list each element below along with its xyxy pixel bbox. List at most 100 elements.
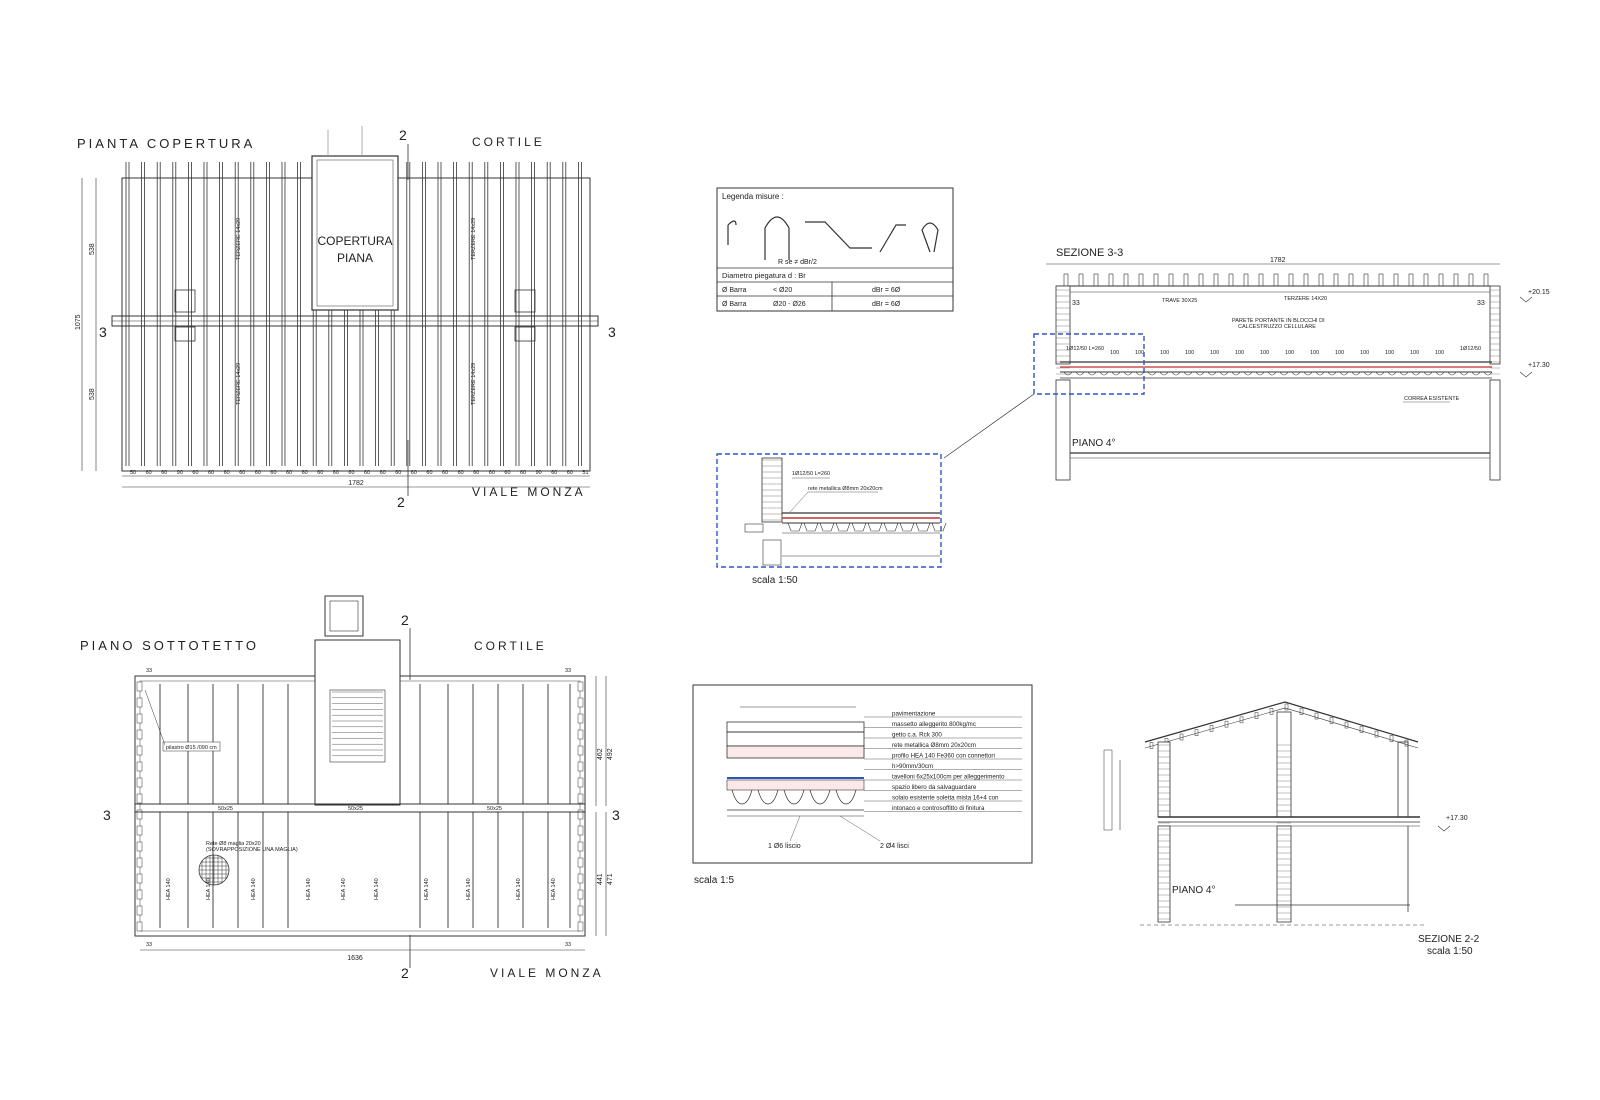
pillar <box>136 921 143 932</box>
section-wall <box>1276 711 1292 818</box>
rafter-section <box>1303 273 1309 287</box>
spacing-label: 50 <box>130 470 136 476</box>
slab-bump <box>851 522 867 532</box>
slab-bump <box>1267 371 1277 376</box>
spacing-label: 100 <box>1360 350 1369 356</box>
section-mark-2: 2 <box>399 127 407 143</box>
spacing-label: 100 <box>1135 350 1144 356</box>
section-mark-2: 2 <box>397 494 405 510</box>
pillar <box>136 857 143 868</box>
rafter-section <box>1318 273 1324 287</box>
rafter-section <box>1299 708 1304 715</box>
slab-bump <box>1171 371 1181 376</box>
pillar <box>136 761 143 772</box>
section-2-2: PIANO 4° +17.30 SEZIONE 2-2 scala 1:50 <box>1103 701 1480 957</box>
wall-label-1: PARETE PORTANTE IN BLOCCHI DI <box>1232 318 1325 324</box>
rafter-section <box>1359 726 1364 733</box>
rafter-section <box>1348 273 1354 287</box>
corner-dim: 33 <box>565 942 571 948</box>
attic-plan-north-label: CORTILE <box>474 639 547 653</box>
attic-plan-south-label: VIALE MONZA <box>490 966 604 980</box>
slab-bump <box>1219 371 1229 376</box>
bend-formula: R se ≠ dBr/2 <box>778 259 817 266</box>
pillar <box>136 713 143 724</box>
slab-bump <box>835 789 857 805</box>
spacing-label: 100 <box>1185 350 1194 356</box>
section-rafters <box>1149 703 1409 749</box>
rafter-section <box>1198 273 1204 287</box>
rafter-section <box>1363 273 1369 287</box>
pillar <box>577 681 584 692</box>
slab-bump <box>787 522 803 532</box>
section-wall <box>1157 741 1171 818</box>
spacing-label: 100 <box>1285 350 1294 356</box>
rafter-section <box>1333 273 1339 287</box>
section-mark-2: 2 <box>401 965 409 981</box>
layer-label: pavimentazione <box>892 711 936 718</box>
wall-label-2: CALCESTRUZZO CELLULARE <box>1238 324 1316 330</box>
slab-bump <box>1243 371 1253 376</box>
lower-wall <box>1157 825 1171 923</box>
joist-label: HEA 140 <box>374 878 380 900</box>
terzere-label: TERZERE 14x29 <box>471 218 477 260</box>
pillar <box>136 873 143 884</box>
rafter-section <box>1344 721 1349 729</box>
section-mark-3: 3 <box>99 324 107 340</box>
spacing-label: 60 <box>504 470 510 476</box>
spacing-label: 100 <box>1385 350 1394 356</box>
detail-frame <box>716 453 942 568</box>
rafter-section <box>1228 273 1234 287</box>
mesh-grid <box>199 855 229 885</box>
layer-label: rete metallica Ø8mm 20x20cm <box>892 742 976 749</box>
spacing-label: 100 <box>1435 350 1444 356</box>
rafter-section <box>1153 273 1159 287</box>
pillar <box>577 697 584 708</box>
legend-row-bar: Ø Barra <box>722 301 747 308</box>
corner-dim: 33 <box>1072 300 1080 307</box>
slab-bump <box>1255 371 1265 376</box>
bend-hook-icon <box>727 220 737 245</box>
rafter-section <box>1123 273 1129 287</box>
slab-bump <box>899 522 915 532</box>
detail-1-50: 1Ø12/50 L=260 rete metallica Ø8mm 20x20c… <box>716 453 947 586</box>
dim-right-top-b: 492 <box>607 748 614 760</box>
layer-label: massetto alleggerito 800kg/mc <box>892 721 976 728</box>
layer-label: solaio esistente soletta mista 16+4 con <box>892 795 999 802</box>
slab-bump <box>819 522 835 532</box>
slab-bump <box>1351 371 1361 376</box>
slab-bump <box>1063 371 1073 376</box>
slab-bump <box>1435 371 1445 376</box>
spacing-label: 60 <box>270 470 276 476</box>
rafter-section <box>1269 708 1274 715</box>
wall-hatch <box>1158 744 1291 920</box>
attic-beam <box>134 803 586 813</box>
bar-label-right: 2 Ø4 lisci <box>880 843 909 850</box>
pillar <box>136 825 143 836</box>
section-wall-right <box>1489 285 1501 365</box>
bar-label-left: 1 Ø6 liscio <box>768 843 801 850</box>
spacing-label: 60 <box>224 470 230 476</box>
joist-label: HEA 140 <box>166 878 172 900</box>
bend-crank-icon <box>805 221 872 249</box>
slab-bump <box>1123 371 1133 376</box>
slab-bump <box>1339 371 1349 376</box>
correa-label: CORREA ESISTENTE <box>1404 396 1460 402</box>
rafter-section <box>1389 735 1394 742</box>
rafter-section <box>1254 712 1259 719</box>
rafter-section <box>1179 733 1184 741</box>
rafter-section <box>1194 729 1199 736</box>
spacing-label: 60 <box>286 470 292 476</box>
joist-label: HEA 140 <box>251 878 257 900</box>
spacing-label: 60 <box>551 470 557 476</box>
lower-wall <box>1276 825 1292 923</box>
spacing-label: 60 <box>458 470 464 476</box>
roof-plan-south-label: VIALE MONZA <box>472 485 586 499</box>
rafter-section <box>1183 273 1189 287</box>
joist-label: HEA 140 <box>206 878 212 900</box>
pillar <box>136 841 143 852</box>
section-mark-3: 3 <box>612 807 620 823</box>
spacing-label: 100 <box>1110 350 1119 356</box>
corner-dim: 33 <box>146 668 152 674</box>
rafter-section <box>1329 717 1334 724</box>
